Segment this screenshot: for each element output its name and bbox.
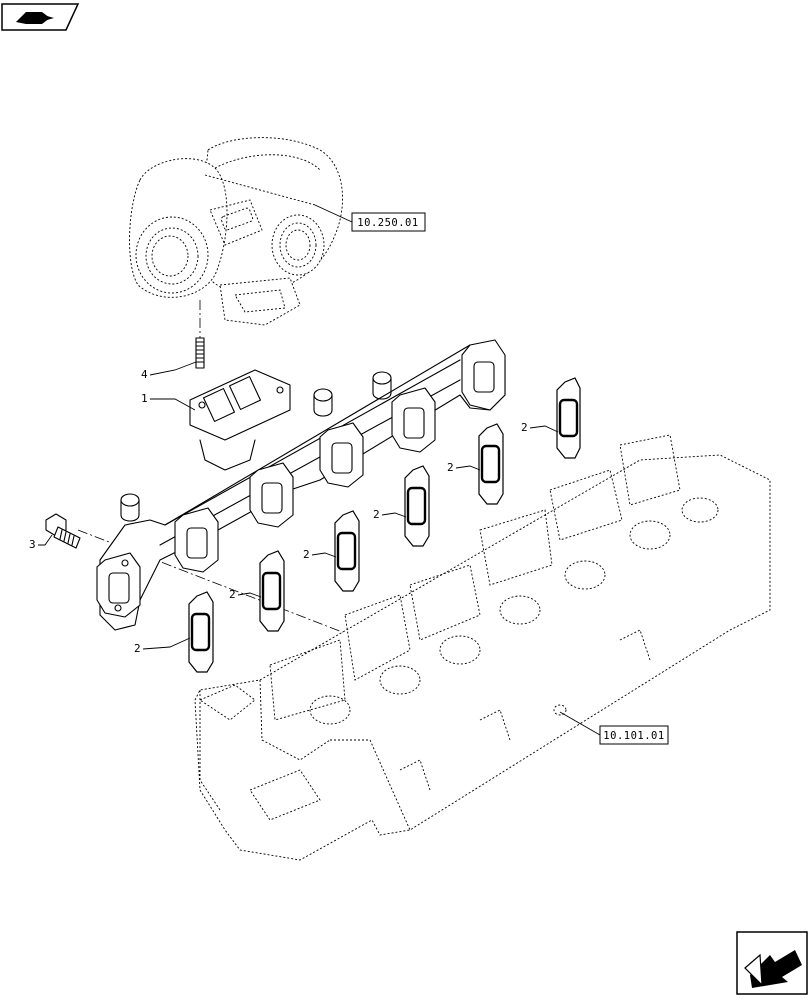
- svg-text:2: 2: [521, 421, 528, 434]
- gasket-group: [188, 377, 581, 673]
- callout-gasket: 2: [373, 508, 407, 521]
- turbocharger-reference-label: 10.250.01: [357, 217, 418, 229]
- gasket: [478, 423, 504, 505]
- cylinder-head-drawing: [194, 434, 771, 861]
- exhaust-manifold: [96, 339, 506, 631]
- svg-text:4: 4: [141, 368, 148, 381]
- cylinder-head-reference-label: 10.101.01: [603, 730, 664, 742]
- svg-text:2: 2: [134, 642, 141, 655]
- stud-part: [195, 337, 205, 369]
- next-page-arrow-icon[interactable]: [736, 931, 808, 995]
- svg-text:3: 3: [29, 538, 36, 551]
- callout-gasket: 2: [303, 548, 337, 561]
- callout-gasket: 2: [134, 637, 191, 655]
- bolt-part: [45, 513, 81, 549]
- svg-text:2: 2: [303, 548, 310, 561]
- callout-gasket: 2: [447, 461, 481, 474]
- callout-gasket: 2: [521, 421, 559, 434]
- callout-stud: 4: [141, 361, 197, 381]
- svg-text:2: 2: [447, 461, 454, 474]
- gasket: [259, 550, 285, 632]
- callout-gasket: 2: [229, 588, 262, 601]
- callout-bolt: 3: [29, 534, 53, 551]
- gasket: [404, 465, 430, 547]
- callout-manifold: 1: [141, 392, 196, 411]
- turbocharger-drawing: [129, 137, 343, 326]
- svg-text:1: 1: [141, 392, 148, 405]
- gasket: [188, 591, 214, 673]
- svg-text:2: 2: [229, 588, 236, 601]
- gasket: [556, 377, 581, 459]
- book-navigation-icon[interactable]: [1, 3, 80, 31]
- cylinder-head-reference-box[interactable]: 10.101.01: [599, 725, 669, 745]
- gasket: [334, 510, 360, 592]
- svg-text:2: 2: [373, 508, 380, 521]
- turbocharger-reference-box[interactable]: 10.250.01: [351, 212, 426, 232]
